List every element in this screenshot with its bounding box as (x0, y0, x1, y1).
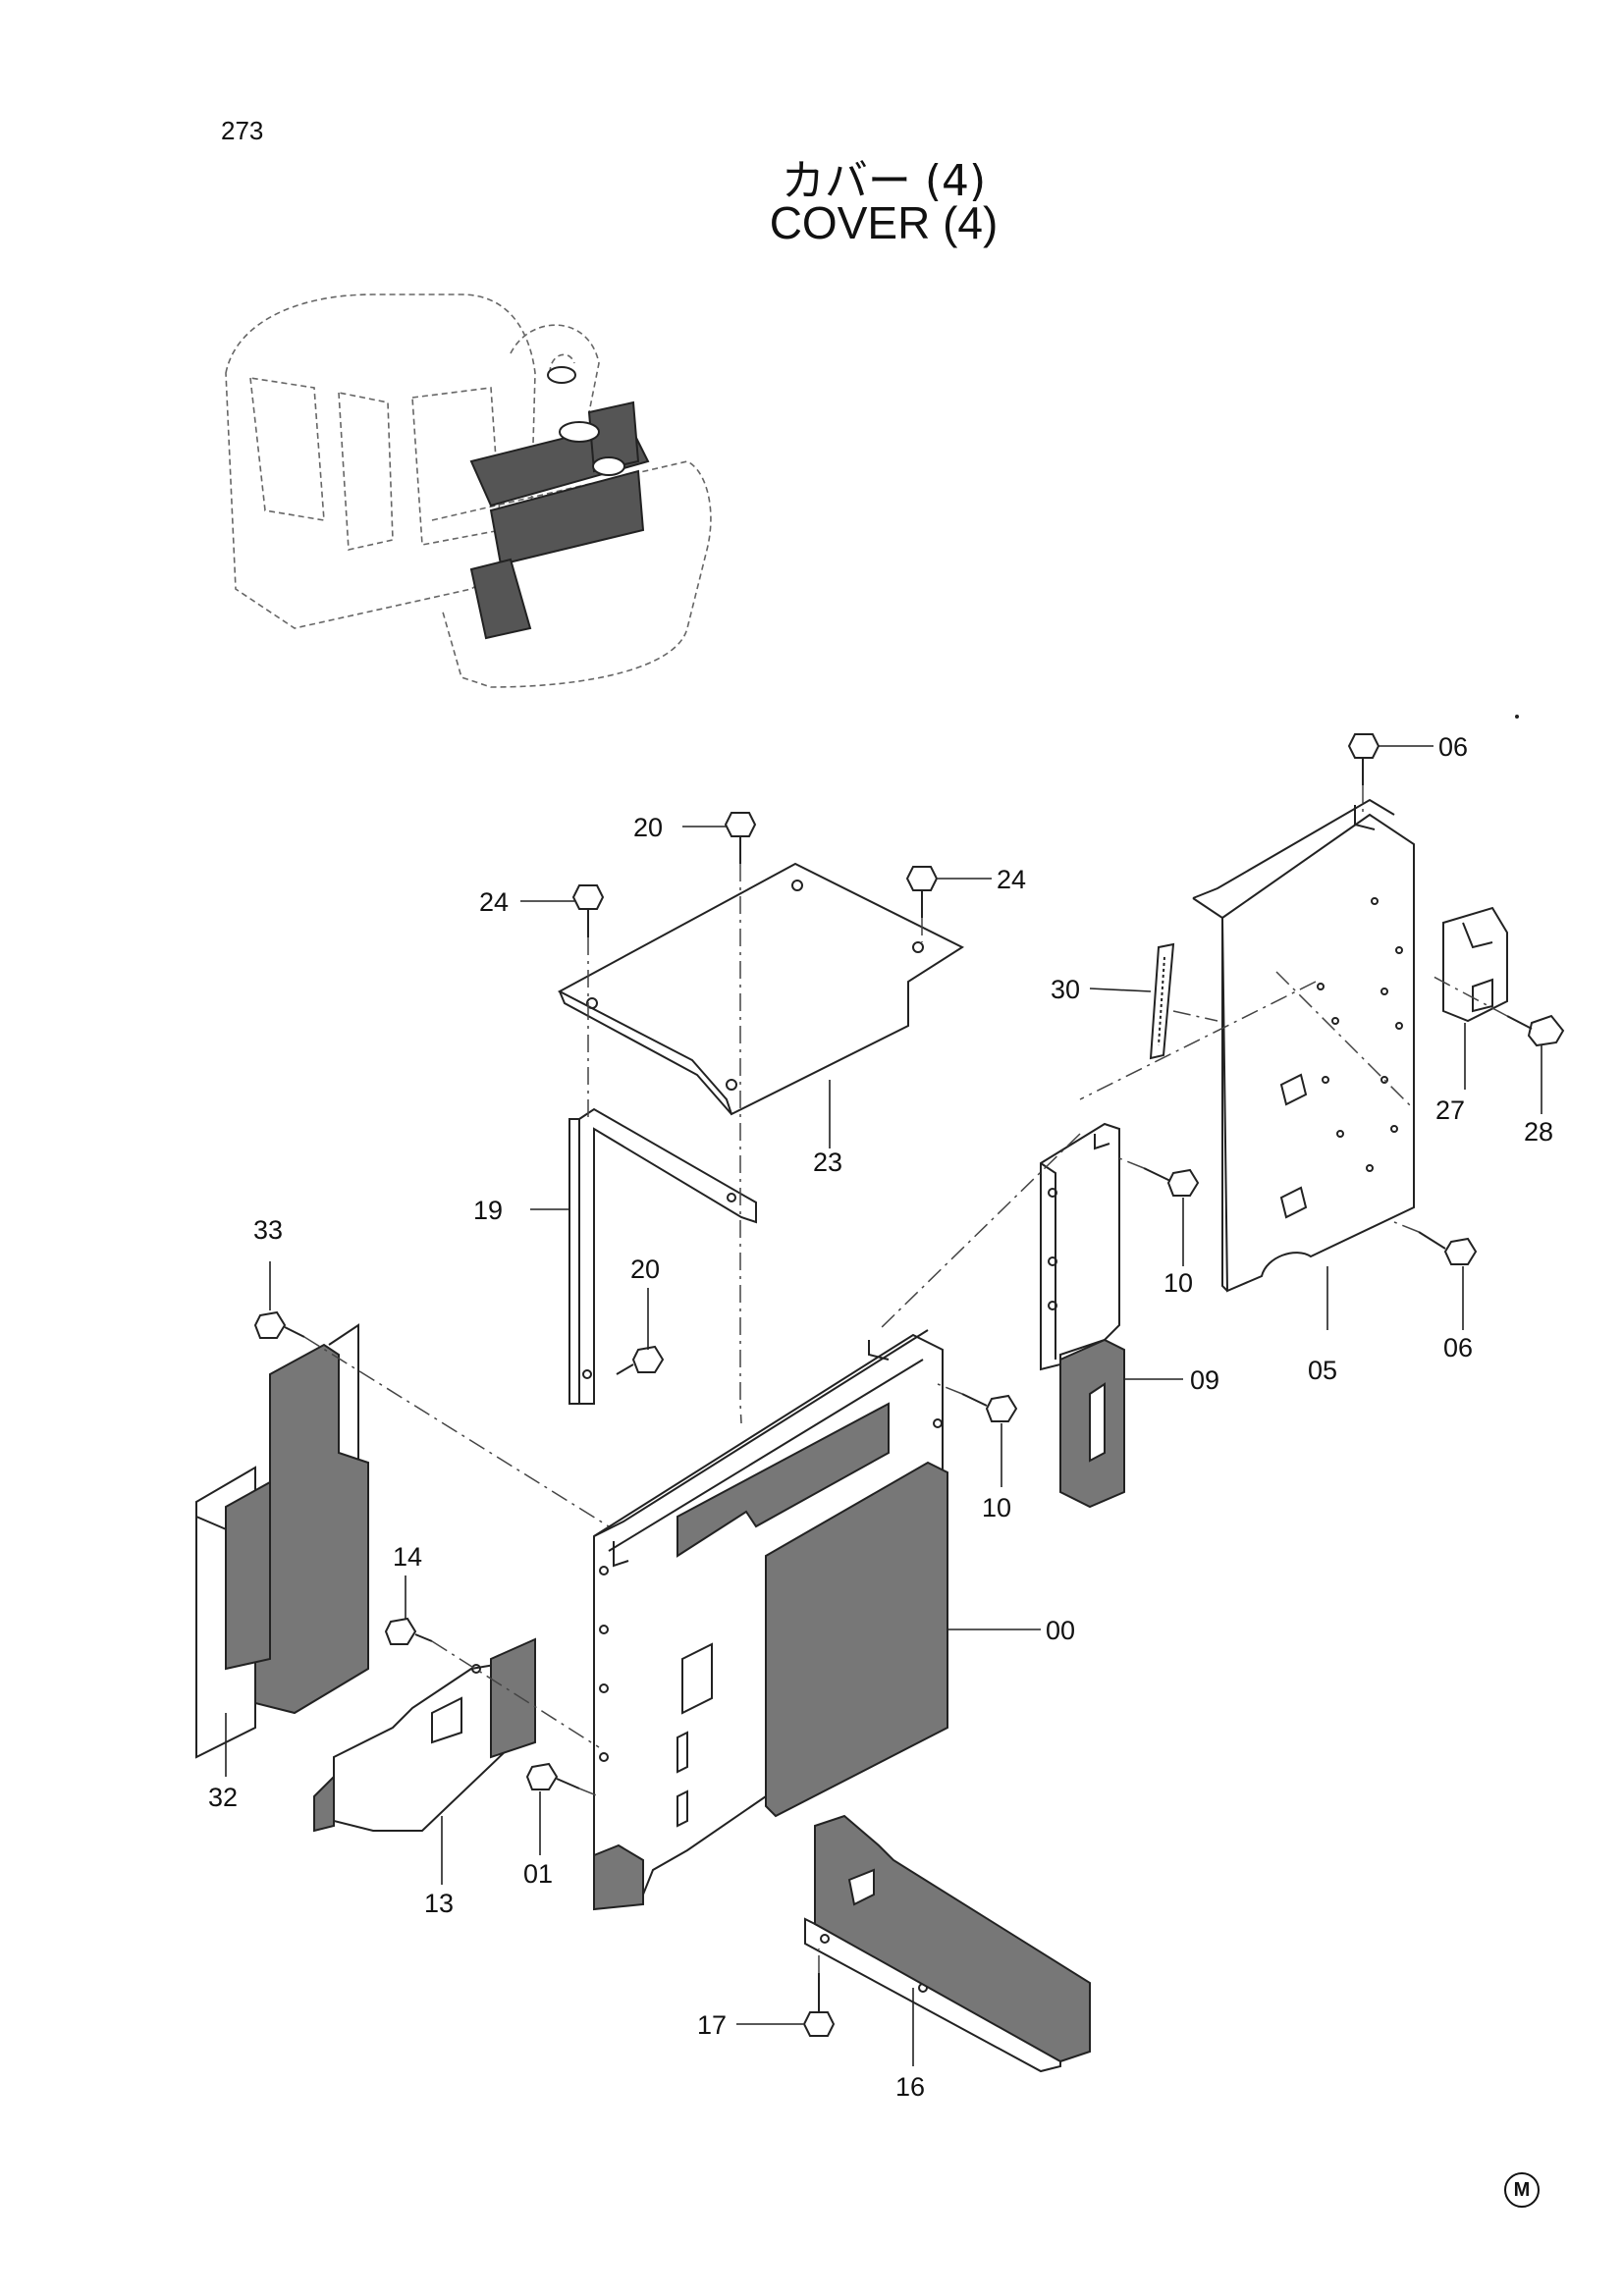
mounting-clip (1442, 906, 1508, 1023)
page-title-english: COVER (4) (769, 197, 999, 248)
callout-14: 14 (393, 1542, 422, 1572)
callout-01: 01 (523, 1859, 553, 1889)
foam-pads-main (593, 1402, 948, 1911)
bolt-24-left (571, 884, 605, 937)
callout-09: 09 (1190, 1365, 1219, 1395)
bolt-10-upper (1143, 1167, 1200, 1197)
callout-16: 16 (895, 2072, 925, 2102)
bolt-17 (802, 1973, 836, 2037)
highlighted-cover-area (469, 400, 650, 640)
bolt-24-right (905, 866, 939, 918)
leader-lines (225, 745, 1542, 2066)
page-number: 273 (221, 116, 264, 145)
filler-caps (547, 366, 625, 476)
callout-20-top: 20 (633, 813, 663, 842)
bolt-10-lower (961, 1393, 1018, 1422)
callout-33: 33 (253, 1215, 283, 1245)
callout-30: 30 (1051, 975, 1080, 1004)
foam-pad-13 (313, 1637, 536, 1833)
bolt-20-top (724, 812, 757, 864)
callout-27: 27 (1435, 1095, 1465, 1125)
bolt-28 (1506, 1014, 1565, 1047)
callout-00: 00 (1046, 1616, 1075, 1645)
bolt-01 (525, 1762, 580, 1790)
bolt-06-top (1347, 733, 1380, 785)
bolt-20-lower (616, 1345, 665, 1375)
callout-labels: 06 20 24 24 30 23 19 27 28 10 33 20 06 0… (208, 732, 1553, 2102)
bolts (253, 733, 1565, 2037)
callout-24-left: 24 (479, 887, 509, 917)
foam-pad-09 (1059, 1338, 1125, 1509)
callout-06-lower: 06 (1443, 1333, 1473, 1362)
excavator-overview-illustration (225, 294, 712, 688)
callout-19: 19 (473, 1196, 503, 1225)
side-panel-right (1192, 798, 1415, 1293)
callout-17: 17 (697, 2010, 727, 2040)
callout-20-lower: 20 (630, 1255, 660, 1284)
left-side-panel (195, 1323, 359, 1759)
bolt-33 (253, 1310, 305, 1339)
callout-28: 28 (1524, 1117, 1553, 1147)
seal-strip (1149, 942, 1175, 1060)
footer-circled-mark: M (1504, 2172, 1540, 2208)
foam-panel-32 (225, 1343, 369, 1715)
callout-10-upper: 10 (1163, 1268, 1193, 1298)
alignment-lines (303, 785, 1508, 1973)
callout-24-right: 24 (997, 865, 1026, 894)
callout-05: 05 (1308, 1356, 1337, 1385)
foam-pad-16 (814, 1814, 1091, 2063)
callout-10-lower: 10 (982, 1493, 1011, 1522)
callout-32: 32 (208, 1783, 238, 1812)
bolt-06-lower (1418, 1231, 1478, 1265)
callout-13: 13 (424, 1889, 454, 1918)
bolt-14 (384, 1617, 433, 1645)
callout-06-top: 06 (1438, 732, 1468, 762)
top-cover-plate (557, 862, 965, 1116)
corner-dot (1515, 715, 1519, 719)
callout-23: 23 (813, 1148, 842, 1177)
support-bracket (568, 1107, 757, 1405)
page-title-japanese: カバー (4) (781, 156, 987, 206)
